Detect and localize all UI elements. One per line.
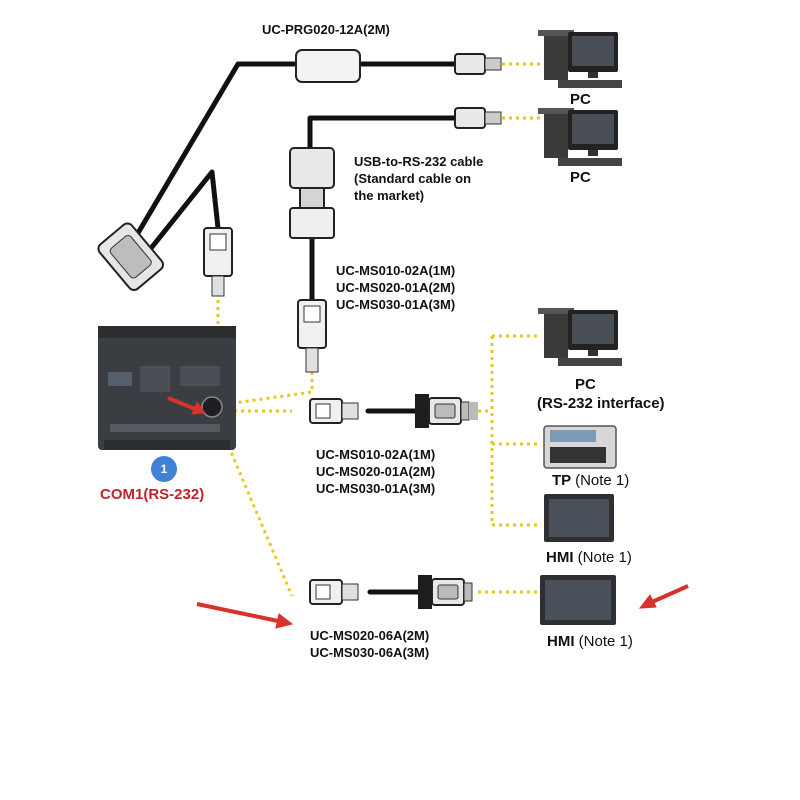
- ms-upper-line-3: UC-MS030-01A(3M): [336, 297, 456, 312]
- hmi-lower-bold: HMI: [547, 633, 575, 650]
- cable-label-ms-middle: UC-MS010-02A(1M) UC-MS020-01A(2M) UC-MS0…: [316, 446, 435, 497]
- pc-icon-top: [538, 30, 622, 88]
- tp-label-note: (Note 1): [575, 472, 630, 489]
- usb-rs232-line-3: the market): [354, 188, 425, 203]
- pc-label-second: PC: [570, 169, 591, 186]
- cable-label-ms-lower: UC-MS020-06A(2M) UC-MS030-06A(3M): [310, 627, 429, 661]
- port-number-badge: 1: [151, 456, 177, 482]
- usb-plug-second: [454, 107, 502, 129]
- ms-upper-line-2: UC-MS020-01A(2M): [336, 280, 456, 295]
- hmi-label-lower: HMI (Note 1): [547, 634, 633, 650]
- ms-lower-line-1: UC-MS020-06A(2M): [310, 628, 430, 643]
- port-label: COM1(RS-232): [100, 486, 205, 503]
- ms-lower-line-2: UC-MS030-06A(3M): [310, 645, 430, 660]
- hmi-upper-bold: HMI: [546, 549, 574, 566]
- tp-device: [543, 425, 617, 469]
- tp-label: TP (Note 1): [552, 473, 629, 489]
- minidin-plug-left: [203, 227, 233, 297]
- db9-connector-left: [97, 222, 165, 291]
- pc-rs232-sublabel: (RS-232 interface): [537, 395, 665, 412]
- tp-label-bold: TP: [552, 472, 571, 489]
- usb-rs232-line-2: (Standard cable on: [354, 171, 472, 186]
- usb-plug-top: [454, 53, 502, 75]
- hmi-label-upper: HMI (Note 1): [546, 550, 632, 566]
- pc-icon-rs232: [538, 308, 622, 366]
- pc-label-top: PC: [570, 91, 591, 108]
- connector-fill-middle: [469, 402, 478, 420]
- pc-icon-second: [538, 108, 622, 166]
- usb-rs232-line-1: USB-to-RS-232 cable: [354, 154, 484, 169]
- plc-unit: [98, 326, 236, 450]
- ms-middle-line-2: UC-MS020-01A(2M): [316, 464, 436, 479]
- hmi-device-upper: [544, 494, 614, 542]
- ms-middle-line-3: UC-MS030-01A(3M): [316, 481, 436, 496]
- cable-label-ms-upper: UC-MS010-02A(1M) UC-MS020-01A(2M) UC-MS0…: [336, 262, 455, 313]
- rs232-adapter: [289, 147, 335, 239]
- dotted-links: [216, 62, 540, 597]
- cable-label-usb-rs232: USB-to-RS-232 cable (Standard cable on t…: [354, 153, 483, 204]
- ms-upper-line-1: UC-MS010-02A(1M): [336, 263, 456, 278]
- minidin-plug-lower: [309, 579, 359, 605]
- hmi-device-lower: [540, 575, 616, 625]
- cable-lines: [122, 61, 458, 595]
- db9-connector-middle: [414, 393, 470, 429]
- red-arrows: [167, 396, 689, 629]
- minidin-plug-upper: [297, 299, 327, 373]
- cable-label-top: UC-PRG020-12A(2M): [262, 22, 390, 37]
- pc-label-rs232: PC: [575, 376, 596, 393]
- prg-cable-box: [295, 49, 361, 83]
- hmi-lower-note: (Note 1): [578, 633, 633, 650]
- minidin-plug-middle: [309, 398, 359, 424]
- db9-connector-lower: [417, 574, 473, 610]
- ms-middle-line-1: UC-MS010-02A(1M): [316, 447, 436, 462]
- hmi-upper-note: (Note 1): [577, 549, 632, 566]
